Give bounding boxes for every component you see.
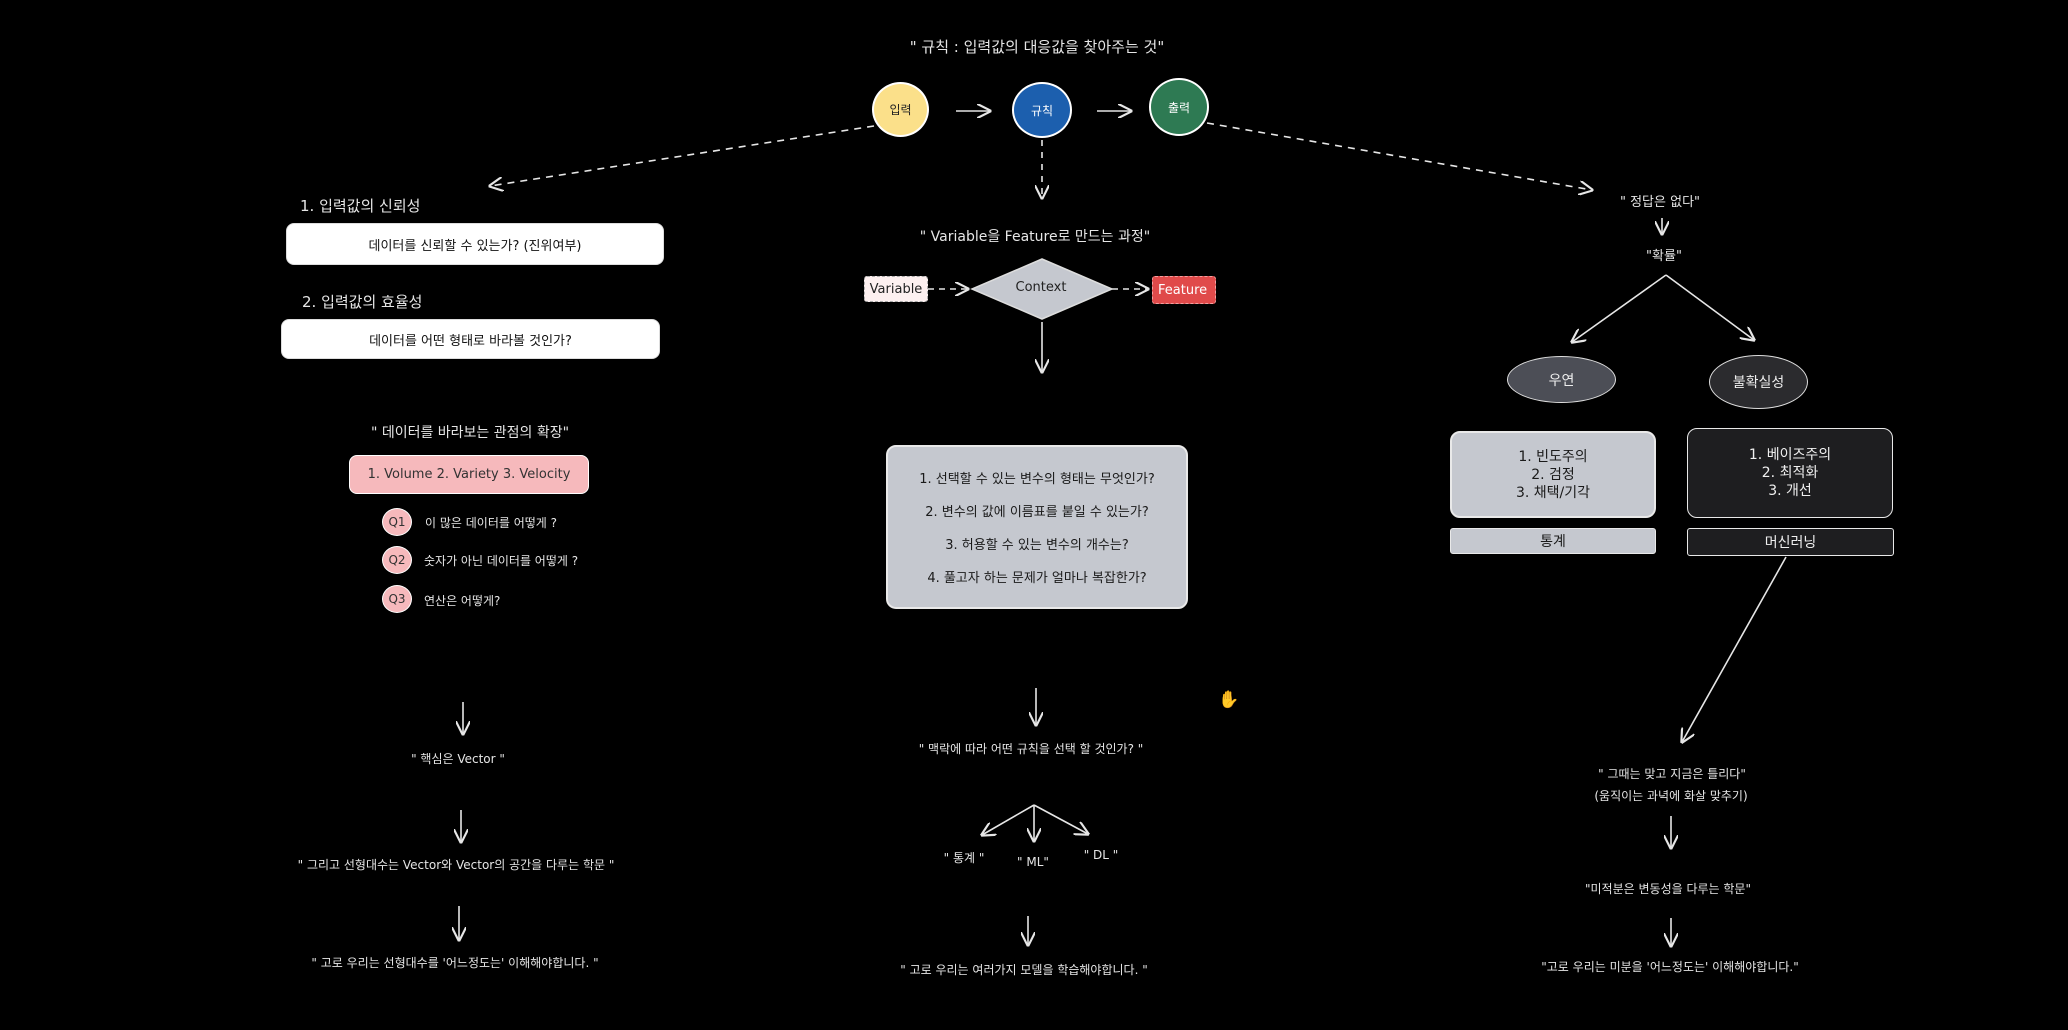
reliability-box: 데이터를 신뢰할 수 있는가? (진위여부) [286,223,664,265]
feature-label: Feature [1158,282,1208,298]
reliability-box-text: 데이터를 신뢰할 수 있는가? (진위여부) [368,238,582,254]
perspective-title: " 데이터를 바라보는 관점의 확장" [370,425,570,441]
q1-text: 이 많은 데이터를 어떻게 ? [425,516,558,530]
uncertainty-label: 불확실성 [1732,375,1785,391]
linear-algebra-text: " 그리고 선형대수는 Vector와 Vector의 공간을 다루는 학문 " [297,858,615,872]
feature-tag: Feature [1152,276,1216,304]
ml-item-3: 3. 개선 [1768,483,1812,499]
efficiency-box: 데이터를 어떤 형태로 바라볼 것인가? [281,319,660,359]
vector-core-text: " 핵심은 Vector " [411,752,505,766]
output-node: 출력 [1149,78,1209,136]
middle-conclusion: " 고로 우리는 여러가지 모델을 학습해야합니다. " [900,963,1148,977]
variable-question-4: 4. 풀고자 하는 문제가 얼마나 복잡한가? [927,571,1147,586]
ml-item-1: 1. 베이즈주의 [1748,447,1832,463]
context-diamond [970,258,1114,320]
no-answer-text: " 정답은 없다" [1619,195,1701,210]
variable-questions-panel: 1. 선택할 수 있는 변수의 형태는 무엇인가? 2. 변수의 값에 이름표를… [886,445,1188,609]
chance-label: 우연 [1548,372,1575,389]
efficiency-heading: 2. 입력값의 효율성 [302,293,423,311]
feature-process-title: " Variable을 Feature로 만드는 과정" [919,229,1151,245]
variable-question-1: 1. 선택할 수 있는 변수의 형태는 무엇인가? [919,472,1155,487]
branch-stats: " 통계 " [943,851,985,865]
statistics-item-1: 1. 빈도주의 [1518,448,1588,465]
input-node-label: 입력 [889,103,912,117]
calculus-text: "미적분은 변동성을 다루는 학문" [1584,882,1752,896]
statistics-label: 통계 [1540,534,1566,550]
right-quote-sub: (움직이는 과녁에 화살 맞추기) [1594,789,1748,803]
rule-node: 규칙 [1012,82,1072,138]
q3-text: 연산은 어떻게? [424,594,501,608]
variable-question-3: 3. 허용할 수 있는 변수의 개수는? [945,538,1129,553]
branch-ml: " ML" [1017,855,1049,869]
ml-label: 머신러닝 [1764,535,1817,551]
statistics-box: 1. 빈도주의 2. 검정 3. 채택/기각 [1450,431,1656,518]
hand-cursor-icon: ✋ [1218,690,1240,710]
input-node: 입력 [872,82,929,137]
rule-title: " 규칙 : 입력값의 대응값을 찾아주는 것" [909,38,1165,56]
machine-learning-box: 1. 베이즈주의 2. 최적화 3. 개선 [1687,428,1893,518]
variable-tag: Variable [864,276,928,302]
q2-badge: Q2 [382,546,412,574]
branch-dl: " DL " [1083,848,1119,862]
variable-question-2: 2. 변수의 값에 이름표를 붙일 수 있는가? [925,505,1149,520]
q3-badge: Q3 [382,585,412,613]
reliability-heading: 1. 입력값의 신뢰성 [300,197,421,215]
statistics-item-2: 2. 검정 [1531,466,1575,483]
uncertainty-ellipse: 불확실성 [1709,355,1808,409]
three-v-text: 1. Volume 2. Variety 3. Velocity [367,467,571,482]
efficiency-box-text: 데이터를 어떤 형태로 바라볼 것인가? [369,333,572,349]
context-label: Context [1015,280,1067,295]
chance-ellipse: 우연 [1507,356,1616,403]
ml-item-2: 2. 최적화 [1761,465,1819,481]
ml-label-box: 머신러닝 [1687,528,1894,556]
statistics-item-3: 3. 채택/기각 [1515,484,1591,501]
output-node-label: 출력 [1167,100,1191,115]
q1-badge: Q1 [382,508,412,536]
statistics-label-box: 통계 [1450,528,1656,554]
q2-text: 숫자가 아닌 데이터를 어떻게 ? [424,554,579,568]
variable-label: Variable [869,281,923,297]
left-conclusion: " 고로 우리는 선형대수를 '어느정도는' 이해해야합니다. " [311,956,599,970]
three-v-box: 1. Volume 2. Variety 3. Velocity [349,455,589,494]
rule-choice-text: " 맥락에 따라 어떤 규칙을 선택 할 것인가? " [918,742,1144,756]
right-quote: " 그때는 맞고 지금은 틀리다" [1598,767,1746,781]
rule-node-label: 규칙 [1030,103,1054,118]
right-conclusion: "고로 우리는 미분을 '어느정도는' 이해해야합니다." [1541,960,1799,974]
probability-text: "확률" [1646,249,1682,264]
